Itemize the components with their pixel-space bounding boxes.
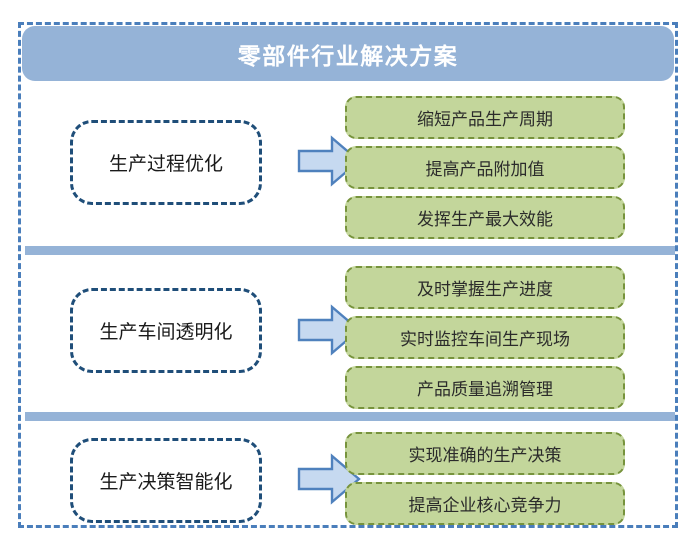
benefit-box[interactable]: 实时监控车间生产现场 bbox=[345, 316, 625, 359]
diagram-title-banner: 零部件行业解决方案 bbox=[22, 26, 674, 81]
section-divider bbox=[25, 412, 675, 421]
category-box-decision-intelligence[interactable]: 生产决策智能化 bbox=[70, 438, 262, 523]
category-label: 生产决策智能化 bbox=[99, 472, 233, 493]
benefit-box[interactable]: 缩短产品生产周期 bbox=[345, 96, 625, 139]
solution-section: 生产决策智能化 实现准确的生产决策 提高企业核心竞争力 bbox=[22, 424, 674, 528]
page-title: 零部件行业解决方案 bbox=[237, 42, 459, 69]
benefit-list: 实现准确的生产决策 提高企业核心竞争力 bbox=[345, 432, 625, 532]
benefit-list: 缩短产品生产周期 提高产品附加值 发挥生产最大效能 bbox=[345, 96, 625, 246]
benefit-label: 产品质量追溯管理 bbox=[417, 380, 553, 399]
section-divider bbox=[25, 246, 675, 255]
solution-section: 生产过程优化 缩短产品生产周期 提高产品附加值 发挥生产最大效能 bbox=[22, 88, 674, 240]
benefit-label: 实现准确的生产决策 bbox=[408, 446, 562, 465]
benefit-label: 缩短产品生产周期 bbox=[417, 110, 553, 129]
benefit-box[interactable]: 发挥生产最大效能 bbox=[345, 196, 625, 239]
benefit-list: 及时掌握生产进度 实时监控车间生产现场 产品质量追溯管理 bbox=[345, 266, 625, 416]
benefit-box[interactable]: 产品质量追溯管理 bbox=[345, 366, 625, 409]
category-box-production-process[interactable]: 生产过程优化 bbox=[70, 120, 262, 205]
solution-section: 生产车间透明化 及时掌握生产进度 实时监控车间生产现场 产品质量追溯管理 bbox=[22, 258, 674, 410]
benefit-label: 提高产品附加值 bbox=[425, 160, 545, 179]
benefit-box[interactable]: 提高产品附加值 bbox=[345, 146, 625, 189]
category-label: 生产车间透明化 bbox=[99, 322, 233, 343]
benefit-label: 发挥生产最大效能 bbox=[417, 210, 553, 229]
benefit-label: 实时监控车间生产现场 bbox=[400, 330, 570, 349]
category-box-workshop-transparency[interactable]: 生产车间透明化 bbox=[70, 288, 262, 373]
benefit-label: 提高企业核心竞争力 bbox=[408, 496, 562, 515]
benefit-label: 及时掌握生产进度 bbox=[417, 280, 553, 299]
benefit-box[interactable]: 及时掌握生产进度 bbox=[345, 266, 625, 309]
benefit-box[interactable]: 实现准确的生产决策 bbox=[345, 432, 625, 475]
benefit-box[interactable]: 提高企业核心竞争力 bbox=[345, 482, 625, 525]
category-label: 生产过程优化 bbox=[108, 154, 223, 175]
